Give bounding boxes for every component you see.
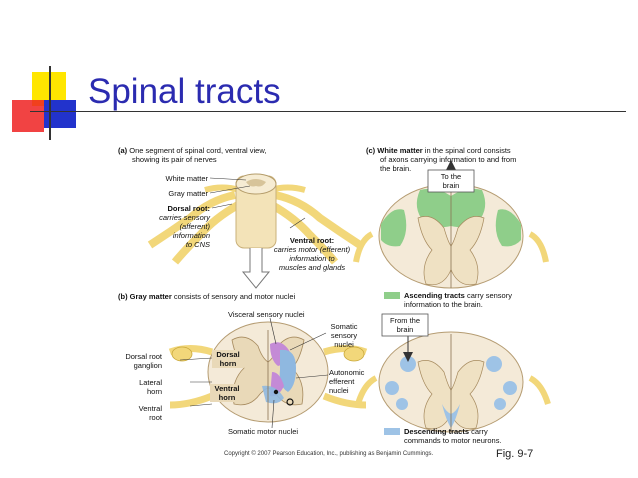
panel-c-letter: (c) [366, 146, 376, 155]
lateral-horn-line2: horn [146, 387, 162, 396]
ventral-horn-line1: Ventral [214, 384, 240, 393]
panel-b-letter: (b) [118, 292, 128, 301]
panel-c-caption-bold: White matter [377, 146, 423, 155]
ventral-root-line4: muscles and glands [278, 263, 346, 272]
ventral-root-b-line1: Ventral [138, 404, 162, 413]
ascending-bold: Ascending tracts [404, 291, 465, 300]
somatic-sensory-line1: Somatic [330, 322, 358, 331]
label-ventral-horn: Ventral horn [210, 384, 244, 402]
ventral-root-title: Ventral root: [289, 236, 335, 245]
drg-line2: ganglion [133, 361, 162, 370]
label-lateral-horn: Lateral horn [110, 378, 162, 396]
panel-c-caption-line1: in the spinal cord consists [424, 146, 511, 155]
label-ventral-root-b: Ventral root [110, 404, 162, 422]
somatic-sensory-line3: nuclei [334, 340, 354, 349]
deco-vertical-line [49, 66, 51, 140]
dorsal-horn-line1: Dorsal [216, 350, 240, 359]
panel-c-ascending-illustration [353, 160, 549, 289]
label-ventral-root: Ventral root: carries motor (efferent) i… [262, 236, 362, 272]
autonomic-line1: Autonomic [329, 368, 365, 377]
dorsal-root-line5: to CNS [185, 240, 210, 249]
panel-b-caption-rest: consists of sensory and motor nuclei [173, 292, 296, 301]
label-autonomic-efferent: Autonomic efferent nuclei [329, 368, 364, 395]
autonomic-line3: nuclei [329, 386, 349, 395]
ascending-legend-swatch [384, 292, 400, 299]
label-descending-tracts: Descending tracts carry commands to moto… [404, 427, 502, 445]
to-brain-line2: brain [442, 181, 460, 190]
dorsal-horn-line2: horn [219, 359, 237, 368]
copyright-notice: Copyright © 2007 Pearson Education, Inc.… [224, 451, 434, 457]
panel-a-caption: (a) One segment of spinal cord, ventral … [118, 146, 266, 164]
ventral-root-b-line2: root [149, 413, 162, 422]
ventral-horn-line2: horn [218, 393, 236, 402]
descending-legend-swatch [384, 428, 400, 435]
panel-b-caption-bold: Gray matter [129, 292, 172, 301]
label-from-the-brain: From the brain [382, 316, 428, 334]
label-white-matter: White matter [165, 174, 208, 183]
autonomic-line2: efferent [329, 377, 355, 386]
from-brain-line2: brain [396, 325, 414, 334]
label-somatic-sensory: Somatic sensory nuclei [326, 322, 362, 349]
dorsal-root-line2: carries sensory [159, 213, 210, 222]
figure-number: Fig. 9-7 [496, 448, 534, 460]
label-visceral-sensory: Visceral sensory nuclei [228, 310, 305, 319]
panel-c-caption: (c) White matter in the spinal cord cons… [366, 146, 516, 173]
label-dorsal-horn: Dorsal horn [212, 350, 244, 368]
ascending-line2: information to the brain. [404, 300, 483, 309]
descending-line2: commands to motor neurons. [404, 436, 502, 445]
descending-rest: carry [471, 427, 488, 436]
label-somatic-motor: Somatic motor nuclei [228, 427, 299, 436]
slide-decoration [0, 0, 626, 140]
panel-a-illustration [147, 173, 363, 289]
label-gray-matter: Gray matter [168, 189, 208, 198]
dorsal-root-title: Dorsal root: [167, 204, 210, 213]
panel-c-caption-line2: of axons carrying information to and fro… [380, 155, 517, 164]
dorsal-root-line3: (afferent) [179, 222, 210, 231]
lateral-horn-line1: Lateral [139, 378, 162, 387]
somatic-sensory-line2: sensory [330, 331, 358, 340]
from-brain-line1: From the [389, 316, 420, 325]
label-dorsal-root: Dorsal root: carries sensory (afferent) … [110, 204, 210, 249]
ventral-root-line3: information to [289, 254, 335, 263]
panel-c-descending-illustration [355, 313, 551, 433]
panel-c-caption-line3: the brain. [380, 164, 412, 173]
dorsal-root-line4: information [172, 231, 210, 240]
drg-line1: Dorsal root [125, 352, 162, 361]
label-dorsal-root-ganglion: Dorsal root ganglion [110, 352, 162, 370]
deco-red-square [12, 100, 44, 132]
label-ascending-tracts: Ascending tracts carry sensory informati… [404, 291, 512, 309]
panel-b-caption: (b) Gray matter consists of sensory and … [118, 292, 295, 301]
panel-a-caption-line2: showing its pair of nerves [132, 155, 217, 164]
ventral-root-line2: carries motor (efferent) [273, 245, 351, 254]
label-to-the-brain: To the brain [428, 172, 474, 190]
to-brain-line1: To the [440, 172, 462, 181]
deco-horizontal-line [30, 111, 626, 112]
panel-a-letter: (a) [118, 146, 128, 155]
panel-a-caption-line1: One segment of spinal cord, ventral view… [129, 146, 267, 155]
ascending-rest: carry sensory [466, 291, 512, 300]
descending-bold: Descending tracts [404, 427, 470, 436]
slide-title: Spinal tracts [88, 72, 281, 111]
